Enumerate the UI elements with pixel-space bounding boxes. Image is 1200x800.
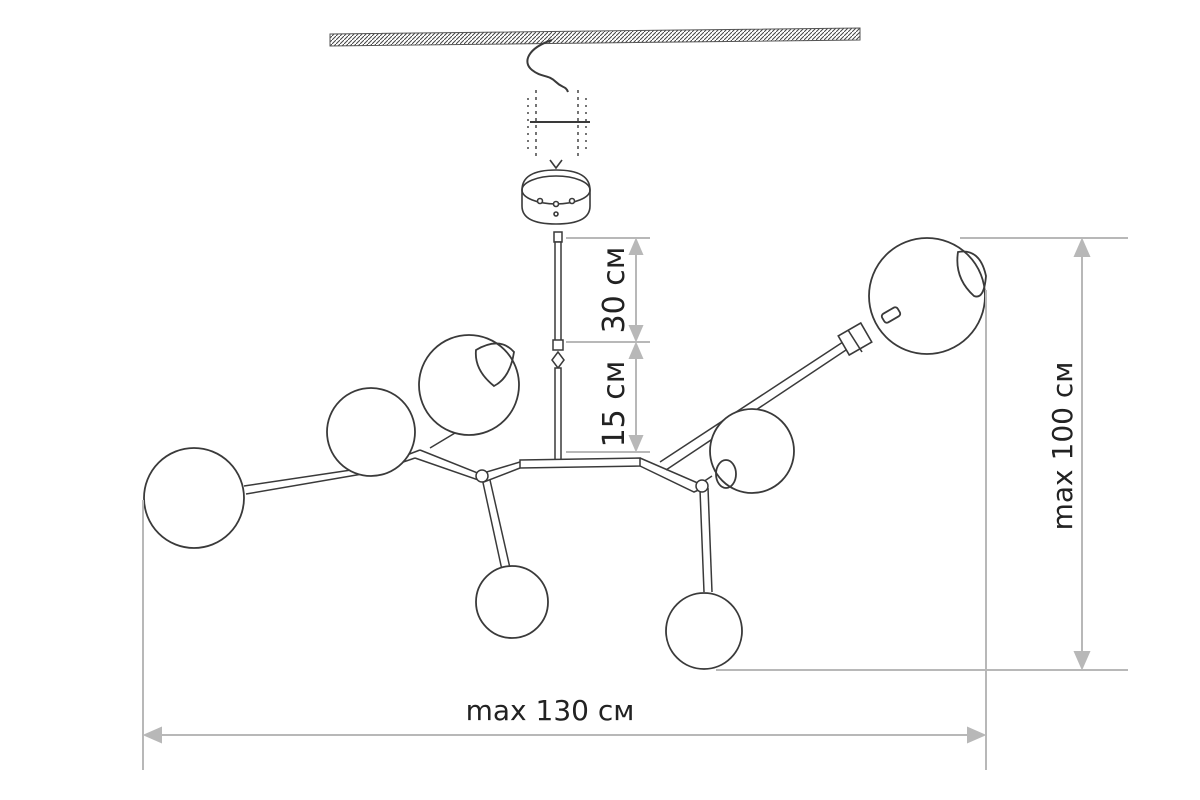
mounting-bracket	[527, 90, 590, 170]
lamp-socket	[837, 321, 873, 357]
width-label: max 130 см	[466, 694, 635, 727]
ceiling	[329, 27, 861, 47]
glass-globes	[143, 237, 987, 670]
globe-far-right	[868, 237, 986, 355]
suspension-rod	[551, 231, 565, 461]
height-label: max 100 см	[1046, 362, 1079, 531]
ceiling-canopy	[521, 169, 591, 225]
globe-left-upper-small	[326, 387, 416, 477]
globe-far-right-opening	[956, 250, 987, 298]
globe-far-left	[143, 447, 245, 549]
globe-left-upper-large-opening	[474, 342, 515, 388]
dimension-lines	[142, 237, 1128, 770]
globe-left-lower	[475, 565, 549, 639]
rod-upper-label: 30 см	[597, 247, 632, 334]
rod-lower-label: 15 см	[597, 361, 632, 448]
globe-right-lower	[665, 592, 743, 670]
globe-right-inner	[709, 408, 795, 494]
globe-left-upper-large	[418, 334, 520, 436]
globe-right-inner-opening	[715, 459, 737, 489]
power-wire	[526, 39, 569, 93]
